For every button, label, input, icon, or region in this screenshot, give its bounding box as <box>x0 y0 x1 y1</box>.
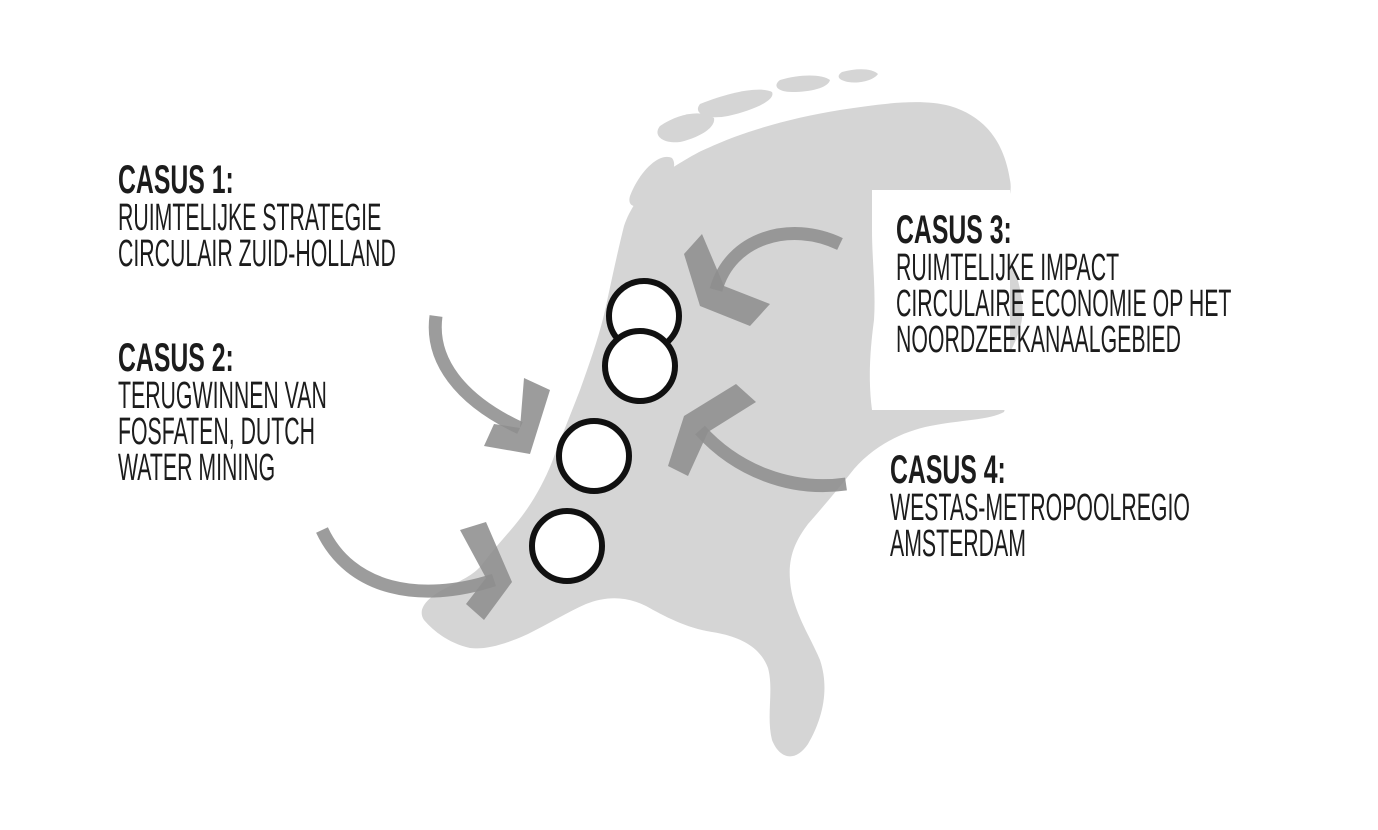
case-4-heading: CASUS 4: <box>890 448 1006 492</box>
arrow-casus-3-head <box>684 234 770 326</box>
arrow-casus-3 <box>684 227 843 326</box>
case-2-line-2: FOSFATEN, DUTCH <box>118 411 316 453</box>
marker-circle <box>602 328 678 404</box>
island-ameland <box>776 75 830 92</box>
case-label-4: CASUS 4: WESTAS-METROPOOLREGIO AMSTERDAM <box>890 448 1378 565</box>
arrow-casus-4-head <box>668 384 756 476</box>
ijsselmeer-gulf <box>869 190 1010 410</box>
case-4-line-2: AMSTERDAM <box>890 523 1026 565</box>
case-1-heading: CASUS 1: <box>118 158 234 202</box>
marker-circle <box>529 508 605 584</box>
mainland-shape <box>421 102 1023 757</box>
arrow-casus-2 <box>316 522 512 620</box>
arrow-casus-3-shaft <box>709 227 843 292</box>
case-3-line-1: RUIMTELIJKE IMPACT <box>896 247 1120 289</box>
case-3-line-2: CIRCULAIRE ECONOMIE OP HET <box>896 283 1232 325</box>
arrow-casus-2-head <box>460 522 512 620</box>
case-2-line-1: TERUGWINNEN VAN <box>118 375 327 417</box>
arrow-casus-1 <box>428 315 550 454</box>
island-terschelling <box>697 89 773 118</box>
island-vlieland <box>657 113 715 143</box>
case-4-line-1: WESTAS-METROPOOLREGIO <box>890 487 1190 529</box>
case-label-3: CASUS 3: RUIMTELIJKE IMPACT CIRCULAIRE E… <box>896 208 1378 361</box>
arrow-casus-4 <box>668 384 847 493</box>
arrows <box>316 227 847 620</box>
case-2-line-3: WATER MINING <box>118 447 276 489</box>
marker-circle <box>556 418 632 494</box>
case-label-1: CASUS 1: RUIMTELIJKE STRATEGIE CIRCULAIR… <box>118 158 614 275</box>
arrow-casus-2-shaft <box>316 527 497 598</box>
case-3-heading: CASUS 3: <box>896 208 1012 252</box>
wadden-islands <box>629 69 878 207</box>
case-1-line-2: CIRCULAIR ZUID-HOLLAND <box>118 233 396 275</box>
case-label-2: CASUS 2: TERUGWINNEN VAN FOSFATEN, DUTCH… <box>118 336 491 489</box>
case-3-line-3: NOORDZEEKANAALGEBIED <box>896 319 1181 361</box>
case-1-line-1: RUIMTELIJKE STRATEGIE <box>118 197 382 239</box>
case-2-heading: CASUS 2: <box>118 336 234 380</box>
arrow-casus-4-shaft <box>695 425 847 493</box>
arrow-casus-1-head <box>484 378 550 454</box>
island-texel <box>629 156 675 207</box>
arrow-casus-1-shaft <box>428 315 523 434</box>
case-markers <box>529 278 682 584</box>
island-schiermonnikoog <box>838 69 878 83</box>
